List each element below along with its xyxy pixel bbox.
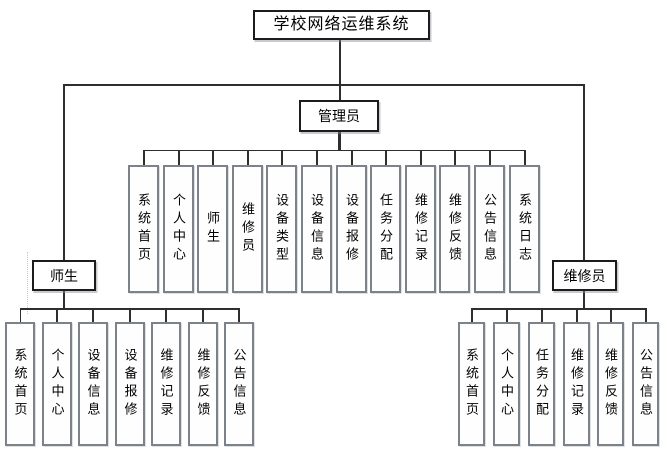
node-label: 系统首页 (12, 348, 28, 420)
admin-child-system-home: 系统首页 (128, 165, 159, 293)
connector-repair-bottom (583, 290, 585, 309)
connector-repair-down (583, 84, 585, 260)
teacher-child-personal-center: 个人中心 (42, 322, 72, 446)
node-label: 维修反馈 (195, 348, 211, 420)
node-label: 任务分配 (378, 193, 393, 265)
node-label: 设备报修 (122, 348, 138, 420)
connector-stub (541, 308, 543, 322)
connector-stub (202, 308, 204, 322)
node-label: 系统首页 (136, 193, 151, 265)
admin-child-device-repair-report: 设备报修 (336, 165, 367, 293)
node-label: 师生 (50, 267, 78, 284)
node-label: 管理员 (318, 108, 360, 124)
connector-main-horizontal (63, 84, 585, 86)
connector-admin-down (339, 84, 341, 100)
repair-child-task-assignment: 任务分配 (528, 322, 555, 446)
node-label: 维修员 (240, 202, 255, 256)
node-label: 设备报修 (344, 193, 359, 265)
dotted-guide-line (27, 252, 28, 314)
connector-admin-bottom (338, 130, 341, 151)
connector-stub (143, 150, 145, 165)
admin-child-repairman: 维修员 (232, 165, 263, 293)
connector-stub (351, 150, 353, 165)
admin-child-repair-record: 维修记录 (405, 165, 436, 293)
admin-child-teacher-student: 师生 (197, 165, 228, 293)
node-label: 维修记录 (158, 348, 174, 420)
connector-stub (281, 150, 283, 165)
node-label: 设备信息 (85, 348, 101, 420)
node-label: 设备信息 (309, 193, 324, 265)
node-label: 维修员 (563, 267, 606, 284)
teacher-child-system-home: 系统首页 (5, 322, 35, 446)
connector-stub (471, 308, 473, 322)
connector-root-down (339, 38, 341, 85)
node-repairman: 维修员 (552, 260, 617, 291)
connector-stub (506, 308, 508, 322)
connector-teacher-bottom (63, 290, 65, 309)
connector-stub (420, 150, 422, 165)
connector-stub (238, 308, 240, 322)
repair-child-announcement-info: 公告信息 (632, 322, 659, 446)
connector-stub (19, 308, 21, 322)
repair-child-system-home: 系统首页 (458, 322, 485, 446)
node-label: 公告信息 (482, 193, 497, 265)
admin-child-device-info: 设备信息 (301, 165, 332, 293)
node-label: 公告信息 (638, 348, 653, 420)
admin-child-device-type: 设备类型 (266, 165, 297, 293)
node-root: 学校网络运维系统 (253, 10, 430, 40)
node-label: 维修反馈 (447, 193, 462, 265)
node-admin: 管理员 (299, 100, 379, 132)
teacher-child-device-repair-report: 设备报修 (115, 322, 145, 446)
connector-stub (178, 150, 180, 165)
admin-child-repair-feedback: 维修反馈 (439, 165, 470, 293)
connector-stub (645, 308, 647, 322)
connector-stub (212, 150, 214, 165)
teacher-child-device-info: 设备信息 (78, 322, 108, 446)
connector-stub (524, 150, 526, 165)
connector-stub (247, 150, 249, 165)
connector-stub (489, 150, 491, 165)
node-label: 系统日志 (517, 193, 532, 265)
connector-stub (385, 150, 387, 165)
connector-stub (454, 150, 456, 165)
node-label: 维修记录 (413, 193, 428, 265)
connector-stub (610, 308, 612, 322)
connector-stub (316, 150, 318, 165)
admin-child-system-log: 系统日志 (509, 165, 540, 293)
node-teacher-student: 师生 (32, 260, 96, 291)
connector-stub (576, 308, 578, 322)
repair-child-repair-feedback: 维修反馈 (597, 322, 624, 446)
node-label: 师生 (205, 211, 220, 247)
node-label: 公告信息 (231, 348, 247, 420)
teacher-child-repair-record: 维修记录 (151, 322, 181, 446)
repair-child-repair-record: 维修记录 (563, 322, 590, 446)
teacher-child-announcement-info: 公告信息 (224, 322, 254, 446)
connector-admin-children-horizontal (143, 149, 525, 151)
admin-child-announcement-info: 公告信息 (474, 165, 505, 293)
teacher-child-repair-feedback: 维修反馈 (188, 322, 218, 446)
connector-teacher-down (63, 84, 65, 260)
connector-stub (56, 308, 58, 322)
node-label: 个人中心 (171, 193, 186, 265)
connector-stub (129, 308, 131, 322)
node-label: 维修记录 (569, 348, 584, 420)
connector-repair-children-horizontal (471, 308, 646, 310)
node-label: 维修反馈 (603, 348, 618, 420)
repair-child-personal-center: 个人中心 (493, 322, 520, 446)
connector-stub (92, 308, 94, 322)
admin-child-task-assignment: 任务分配 (370, 165, 401, 293)
connector-stub (165, 308, 167, 322)
admin-child-personal-center: 个人中心 (163, 165, 194, 293)
node-label: 个人中心 (49, 348, 65, 420)
node-label: 设备类型 (274, 193, 289, 265)
node-label: 系统首页 (464, 348, 479, 420)
node-label: 学校网络运维系统 (273, 16, 410, 33)
node-label: 任务分配 (534, 348, 549, 420)
node-label: 个人中心 (499, 348, 514, 420)
